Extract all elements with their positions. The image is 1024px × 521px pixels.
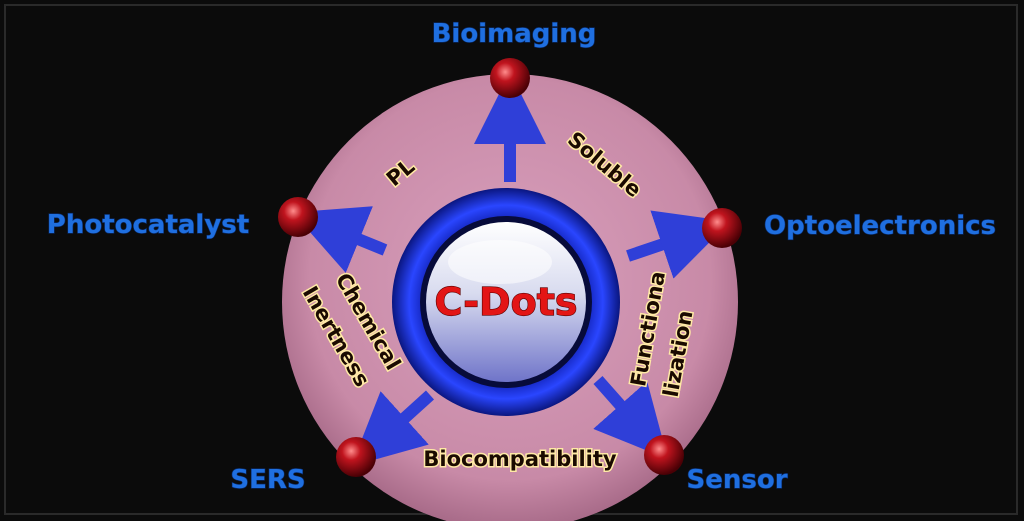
label-bioimaging: Bioimaging xyxy=(432,19,597,49)
node-optoelectronics xyxy=(702,208,742,248)
core-highlight xyxy=(448,240,552,284)
label-sensor: Sensor xyxy=(686,465,787,495)
nodes xyxy=(278,58,742,477)
node-sensor xyxy=(644,435,684,475)
arrow-optoelectronics xyxy=(626,210,731,279)
node-photocatalyst xyxy=(278,197,318,237)
arrow-sensor xyxy=(593,376,668,459)
prop-biocompatibility: Biocompatibility xyxy=(423,447,616,471)
label-optoelectronics: Optoelectronics xyxy=(764,211,996,241)
arrows xyxy=(292,72,731,467)
label-sers: SERS xyxy=(230,465,305,495)
label-photocatalyst: Photocatalyst xyxy=(47,210,249,240)
arrow-photocatalyst xyxy=(292,206,388,273)
arrow-sers xyxy=(351,390,435,467)
center-label: C-Dots xyxy=(435,280,578,324)
node-sers xyxy=(336,437,376,477)
node-bioimaging xyxy=(490,58,530,98)
